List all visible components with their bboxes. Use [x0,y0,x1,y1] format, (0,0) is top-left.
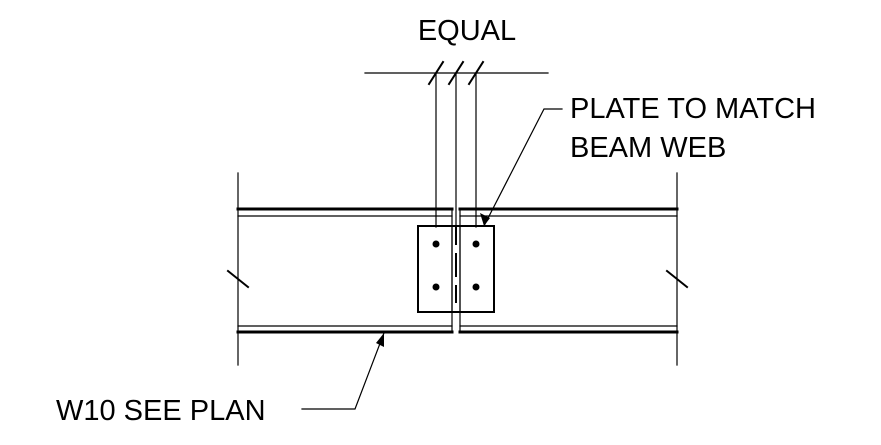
bolt-top-left [432,240,440,248]
splice-plate-outline [417,225,495,313]
dimension-tick-left [427,60,445,86]
splice-plate [417,225,495,313]
plate-callout: PLATE TO MATCH BEAM WEB [480,93,816,227]
beam-note: W10 SEE PLAN [56,395,266,427]
plate-note-line1: PLATE TO MATCH [570,93,816,125]
bolt-bottom-left [432,283,440,291]
plate-leader-arrowhead [480,213,490,226]
left-break-symbol [226,269,250,289]
beam-callout: W10 SEE PLAN [56,332,385,427]
dimension-string [364,60,549,228]
bolt-top-right [472,240,480,248]
dimension-tick-center [447,60,465,86]
bolt-bottom-right [472,283,480,291]
beam-leader-arrowhead [376,333,384,347]
plate-note-line2: BEAM WEB [570,132,726,164]
right-break-symbol [665,269,689,289]
plate-leader-line [483,108,563,227]
dimension-tick-right [467,60,485,86]
beam-leader-line [301,332,385,410]
dimension-label-equal: EQUAL [418,15,516,47]
